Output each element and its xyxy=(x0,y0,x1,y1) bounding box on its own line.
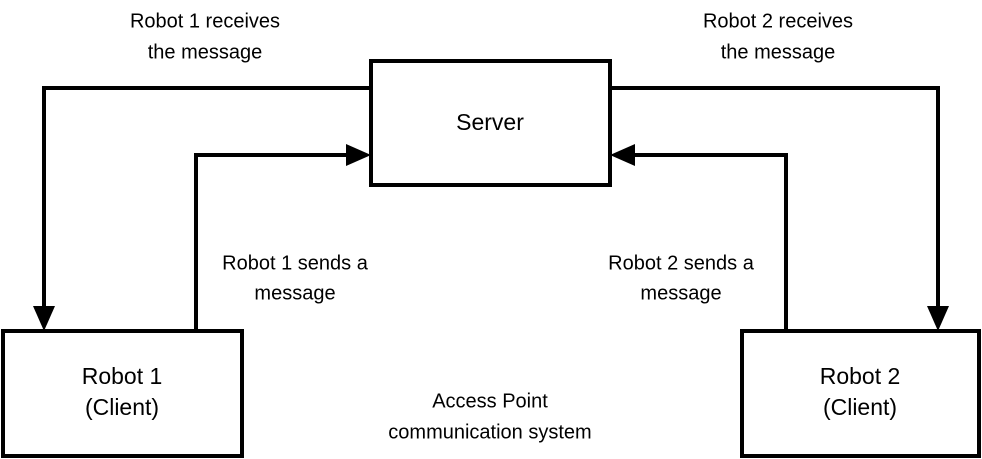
connector-server-to-robot1 xyxy=(33,86,371,331)
edge-label-server-to-robot2: Robot 2 receives the message xyxy=(703,10,853,63)
connector-robot1-to-server-path xyxy=(194,153,358,331)
connector-robot1-to-server-arrowhead xyxy=(346,144,371,166)
connector-robot1-to-server xyxy=(194,144,371,331)
node-robot2-label-line2: (Client) xyxy=(823,394,897,420)
connector-server-to-robot2 xyxy=(610,86,949,331)
node-robot2-box[interactable] xyxy=(740,329,981,458)
node-robot2[interactable]: Robot 2 (Client) xyxy=(740,329,981,458)
node-server-label: Server xyxy=(456,109,524,135)
edge-label-robot2-to-server-line1: Robot 2 sends a xyxy=(608,252,755,274)
edge-label-server-to-robot1-line2: the message xyxy=(148,41,263,63)
edge-label-robot1-to-server-line2: message xyxy=(254,282,335,304)
edge-label-robot2-to-server: Robot 2 sends a message xyxy=(608,252,755,304)
node-server-box[interactable] xyxy=(369,59,612,187)
connector-robot2-to-server xyxy=(610,144,788,331)
node-robot1-label-line1: Robot 1 xyxy=(82,363,163,389)
node-server[interactable]: Server xyxy=(369,59,612,187)
edge-label-robot1-to-server: Robot 1 sends a message xyxy=(222,252,369,304)
edge-label-server-to-robot2-line1: Robot 2 receives xyxy=(703,10,853,32)
connector-robot2-to-server-path xyxy=(623,153,788,331)
edge-label-robot1-to-server-line1: Robot 1 sends a xyxy=(222,252,369,274)
connector-server-to-robot2-arrowhead xyxy=(927,306,949,331)
node-robot2-label-line1: Robot 2 xyxy=(820,363,901,389)
diagram-caption: Access Point communication system xyxy=(388,390,591,443)
node-robot1[interactable]: Robot 1 (Client) xyxy=(1,329,244,458)
edge-label-server-to-robot1-line1: Robot 1 receives xyxy=(130,10,280,32)
edge-label-server-to-robot2-line2: the message xyxy=(721,41,836,63)
connector-server-to-robot1-path xyxy=(42,86,371,318)
node-robot1-box[interactable] xyxy=(1,329,244,458)
edge-label-robot2-to-server-line2: message xyxy=(640,282,721,304)
diagram-caption-line1: Access Point xyxy=(432,390,548,412)
edge-label-server-to-robot1: Robot 1 receives the message xyxy=(130,10,280,63)
diagram-caption-line2: communication system xyxy=(388,421,591,443)
connector-server-to-robot1-arrowhead xyxy=(33,306,55,331)
node-robot1-label-line2: (Client) xyxy=(85,394,159,420)
connector-server-to-robot2-path xyxy=(610,86,940,318)
connector-robot2-to-server-arrowhead xyxy=(610,144,635,166)
